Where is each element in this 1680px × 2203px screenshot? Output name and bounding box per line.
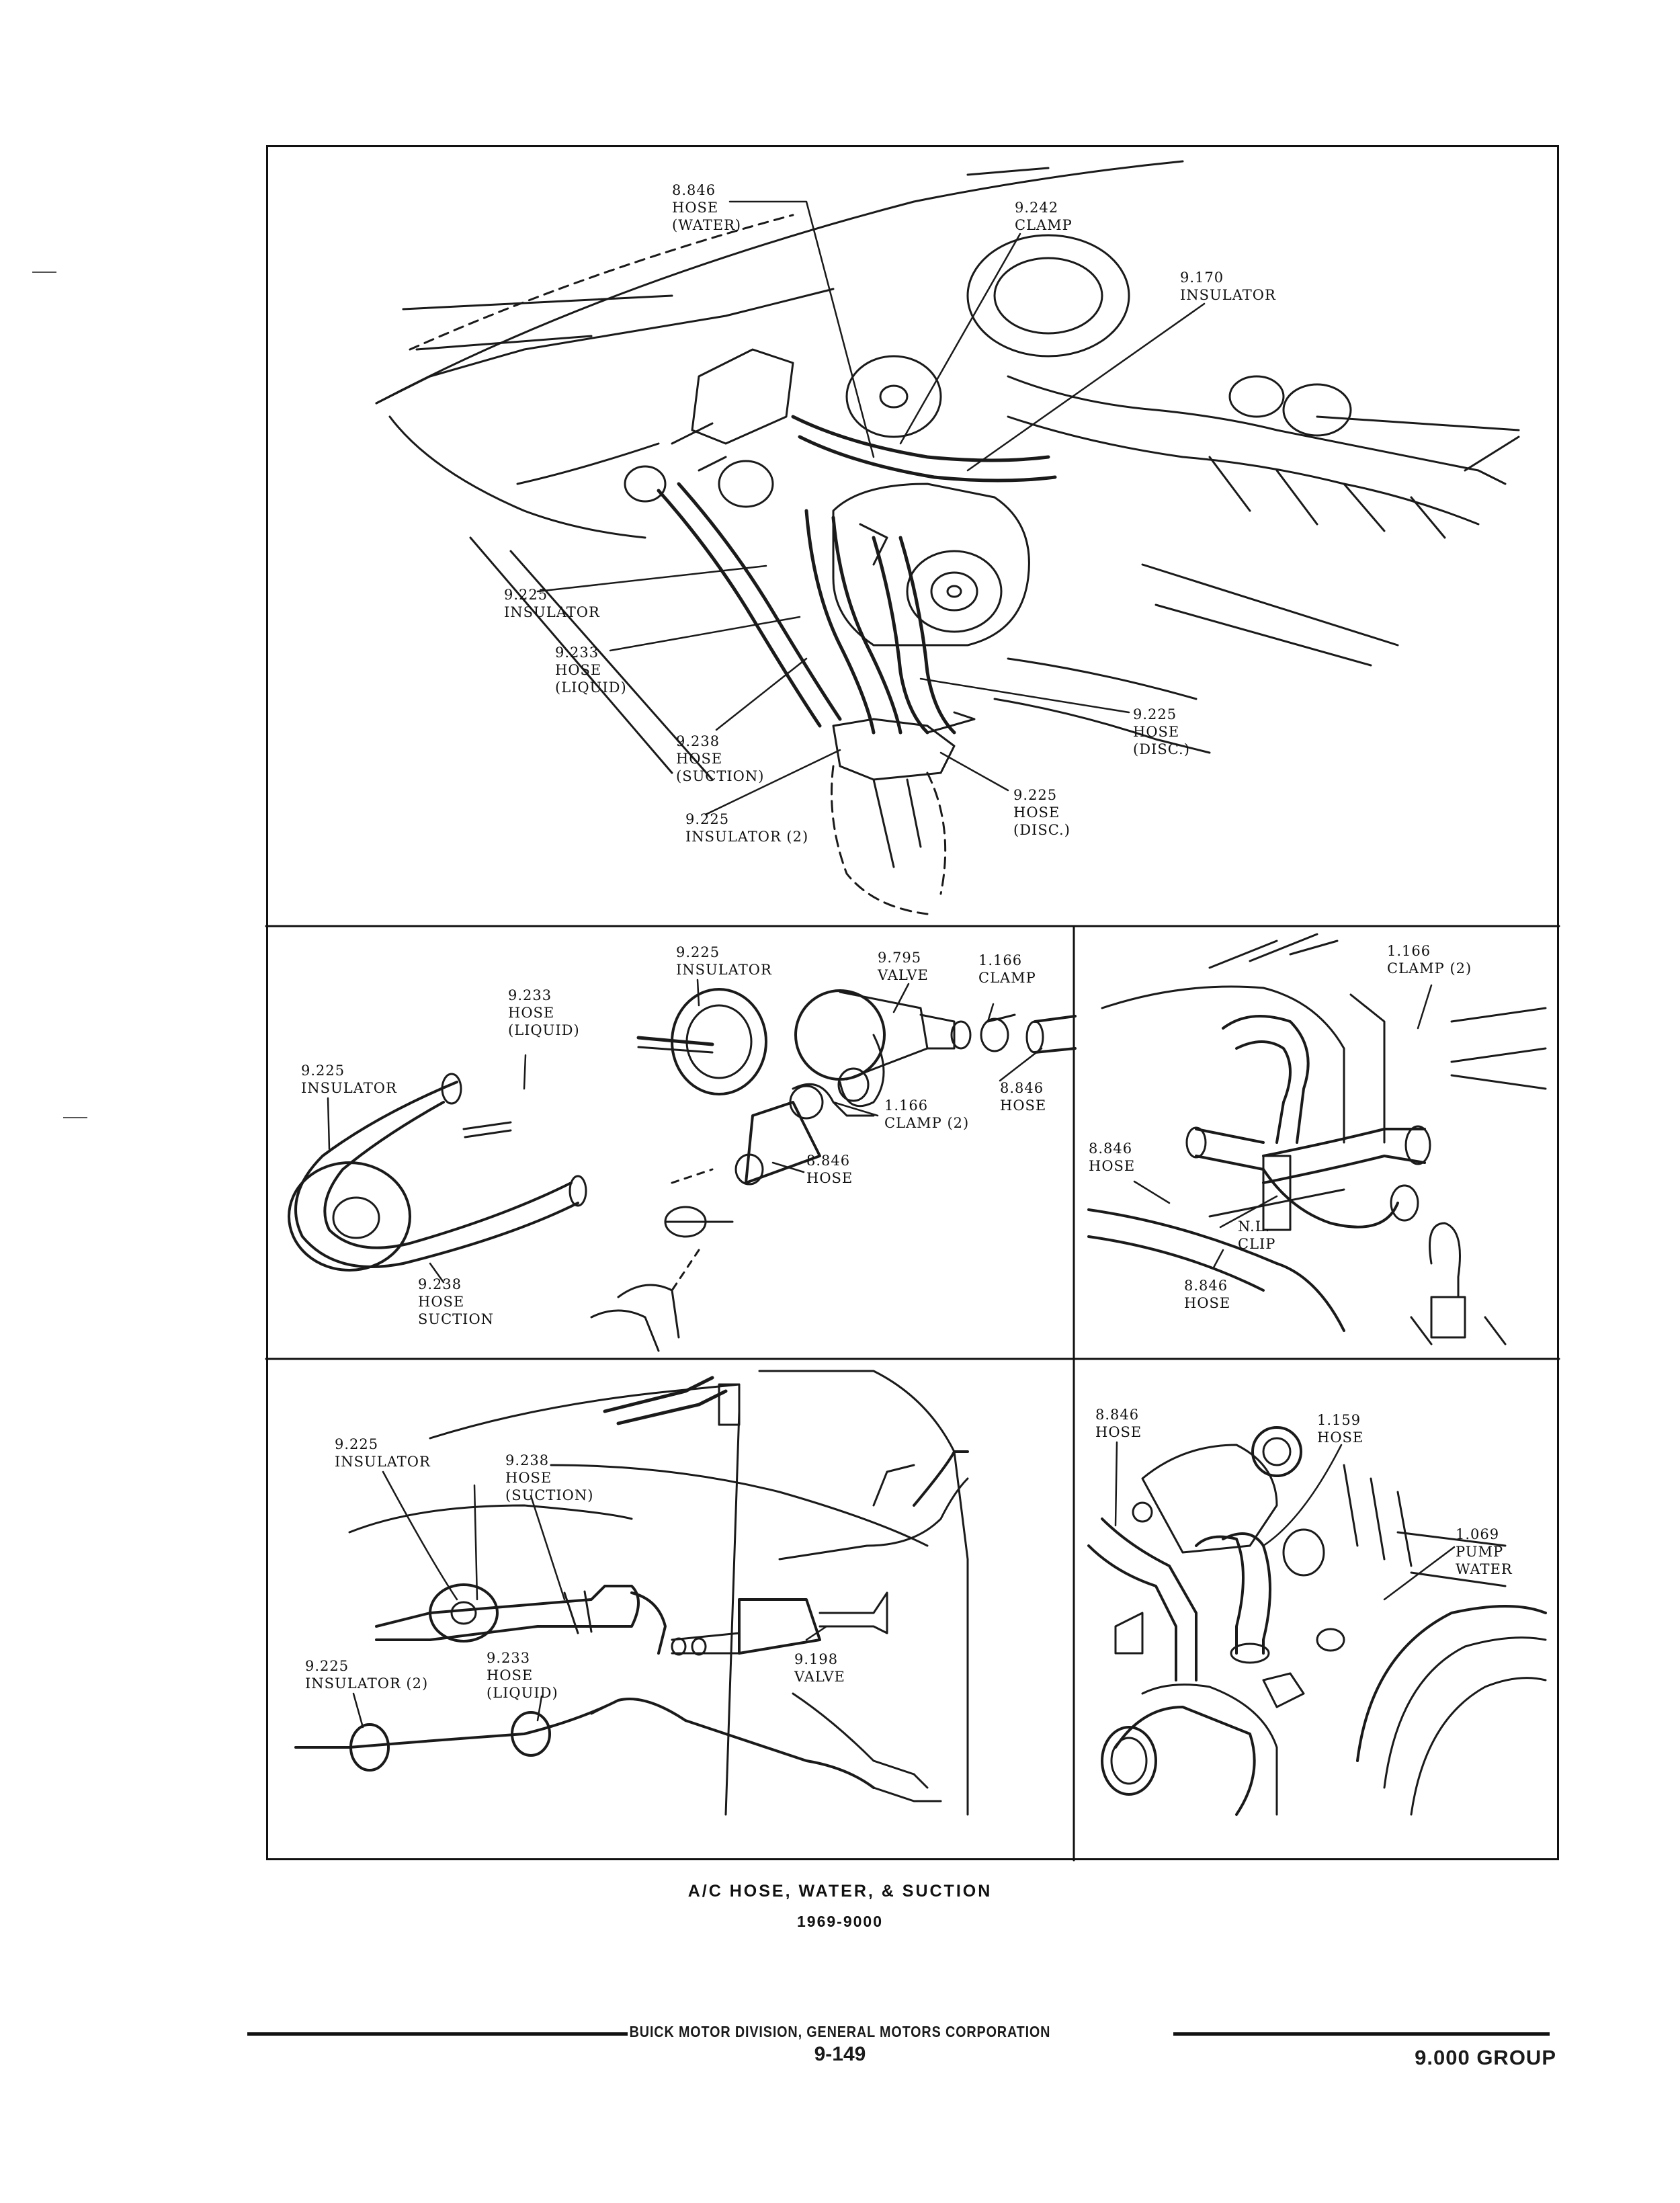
callout-bl-insulator-2: 9.225 INSULATOR (2) [305, 1658, 429, 1692]
callout-ml-insulator-left: 9.225 INSULATOR [301, 1063, 397, 1096]
callout-ml-hose: 8.846 HOSE [806, 1153, 853, 1186]
callout-ml-clamp: 1.166 CLAMP [978, 952, 1036, 986]
scan-mark [32, 272, 56, 273]
callout-bl-insulator: 9.225 INSULATOR [335, 1436, 431, 1470]
callout-suction-hose: 9.238 HOSE (SUCTION) [676, 733, 765, 784]
bottom-right-illustration [1087, 1426, 1547, 1816]
callout-mr-hose-lower: 8.846 HOSE [1184, 1278, 1231, 1311]
callout-ml-clamp-2: 1.166 CLAMP (2) [884, 1097, 970, 1131]
callout-disc-hose-upper: 9.225 HOSE (DISC.) [1133, 706, 1190, 757]
diagram-frame [266, 145, 1559, 1860]
callout-bl-suction-hose: 9.238 HOSE (SUCTION) [505, 1452, 594, 1503]
callout-liquid-hose: 9.233 HOSE (LIQUID) [555, 645, 627, 696]
callout-ml-insulator: 9.225 INSULATOR [676, 944, 772, 978]
callout-disc-hose-lower: 9.225 HOSE (DISC.) [1013, 787, 1070, 838]
top-panel-leaders [536, 200, 1206, 816]
panel-dividers [265, 925, 1560, 1862]
figure-code: 1969-9000 [797, 1913, 883, 1930]
callout-insulator-left: 9.225 INSULATOR [504, 587, 600, 620]
callout-ml-valve: 9.795 VALVE [878, 950, 929, 983]
callout-ml-water-hose: 8.846 HOSE [1000, 1080, 1047, 1114]
bottom-left-illustration [294, 1370, 969, 1816]
bottom-left-leaders [352, 1470, 828, 1729]
figure-title: A/C HOSE, WATER, & SUCTION [687, 1882, 993, 1901]
middle-right-illustration [1087, 933, 1547, 1345]
callout-bl-liquid-hose: 9.233 HOSE (LIQUID) [487, 1650, 558, 1701]
top-panel-illustration [375, 160, 1520, 915]
footer-rule-right [1173, 2032, 1550, 2036]
callout-bl-valve: 9.198 VALVE [794, 1651, 845, 1685]
callout-ml-suction-hose: 9.238 HOSE SUCTION [418, 1276, 495, 1327]
bottom-right-leaders [1114, 1441, 1456, 1601]
callout-mr-hose: 8.846 HOSE [1089, 1140, 1136, 1174]
footer-division: BUICK MOTOR DIVISION, GENERAL MOTORS COR… [629, 2023, 1051, 2040]
callout-mr-clip: N.L. CLIP [1238, 1218, 1276, 1252]
callout-br-water-pump: 1.069 PUMP WATER [1456, 1526, 1513, 1577]
page-number: 9-149 [814, 2043, 866, 2065]
group-label: 9.000 GROUP [1415, 2046, 1556, 2069]
footer-rule-left [247, 2032, 628, 2036]
middle-right-leaders [1133, 984, 1433, 1269]
callout-clamp: 9.242 CLAMP [1015, 200, 1073, 233]
callout-insulator: 9.170 INSULATOR [1180, 269, 1276, 303]
callout-insulator-2: 9.225 INSULATOR (2) [685, 811, 809, 845]
callout-br-hose-1159: 1.159 HOSE [1317, 1412, 1364, 1446]
scan-mark [63, 1117, 87, 1118]
callout-mr-clamp-2: 1.166 CLAMP (2) [1387, 943, 1472, 976]
callout-ml-liquid-hose: 9.233 HOSE (LIQUID) [508, 987, 580, 1038]
middle-left-illustration [288, 988, 1077, 1352]
middle-left-leaders [327, 979, 1043, 1284]
callout-br-hose: 8.846 HOSE [1095, 1407, 1142, 1440]
callout-water-hose: 8.846 HOSE (WATER) [672, 182, 742, 233]
